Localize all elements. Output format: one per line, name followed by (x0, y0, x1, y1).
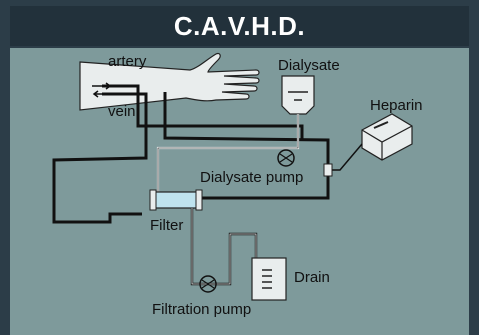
label-artery: artery (108, 53, 147, 70)
label-dialysate-pump: Dialysate pump (200, 169, 303, 186)
venous-tube (52, 92, 148, 224)
label-drain: Drain (294, 269, 330, 286)
title-bar: C.A.V.H.D. (10, 6, 469, 46)
heparin-syringe-pump (361, 113, 413, 161)
label-dialysate: Dialysate (278, 57, 340, 74)
arterial-arrow (92, 82, 112, 90)
main-circuit-tube (163, 92, 330, 200)
heparin-connector (323, 163, 333, 177)
filter-cartridge (149, 189, 203, 211)
label-vein: vein (108, 103, 136, 120)
arm-illustration (79, 52, 260, 111)
arterial-tube (102, 84, 304, 140)
dialysate-pump (277, 149, 295, 167)
venous-arrow (92, 90, 110, 98)
label-filtration-pump: Filtration pump (152, 301, 251, 318)
drain-bag (251, 257, 287, 301)
label-heparin: Heparin (370, 97, 423, 114)
heparin-tube (328, 143, 363, 171)
filtration-pump (199, 275, 217, 293)
dialysate-bag (281, 75, 315, 115)
cavhd-diagram: artery vein Dialysate Heparin Dialysate … (52, 52, 423, 318)
filtration-tube (190, 208, 258, 286)
label-filter: Filter (150, 217, 183, 234)
slide-title: C.A.V.H.D. (173, 10, 306, 41)
diagram-panel: artery vein Dialysate Heparin Dialysate … (10, 48, 469, 335)
